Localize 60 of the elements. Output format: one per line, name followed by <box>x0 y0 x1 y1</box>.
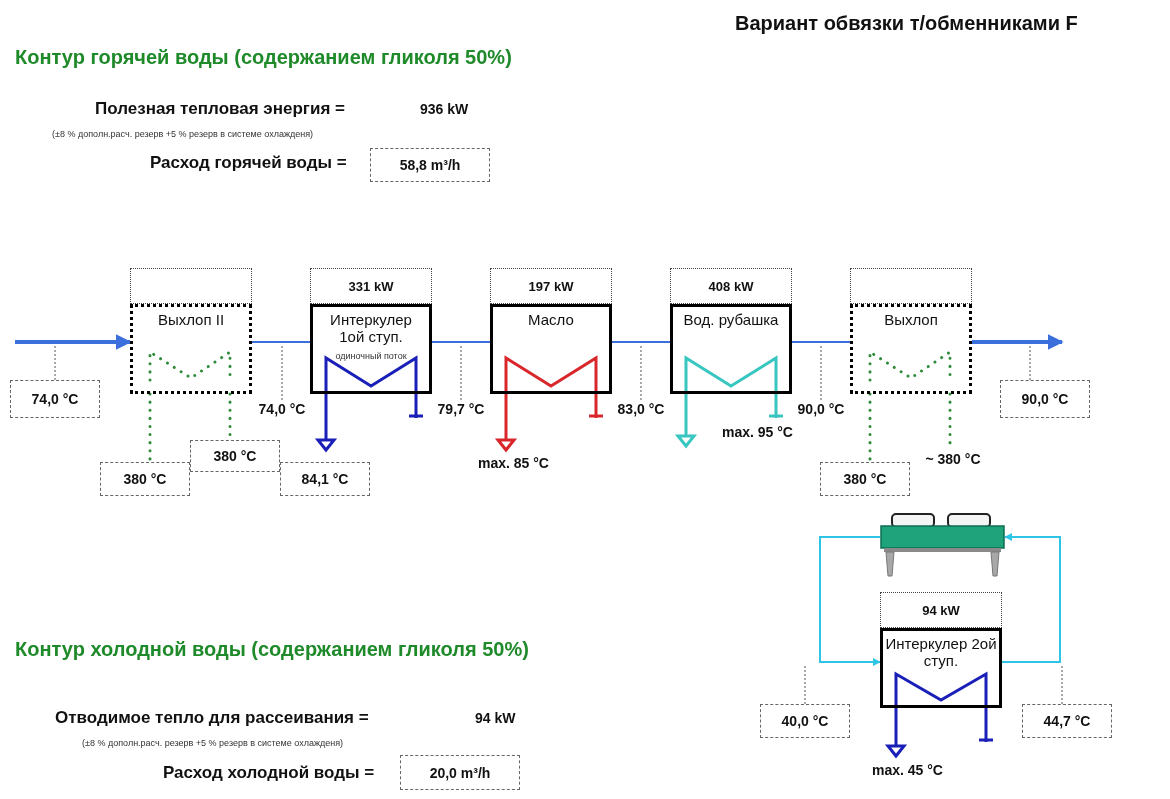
leader-line <box>1061 663 1063 705</box>
pipe <box>611 341 671 343</box>
temperature-box: 90,0 °C <box>1000 380 1090 418</box>
temperature-box: 74,0 °C <box>10 380 100 418</box>
power-label-box: 94 kW <box>880 592 1002 628</box>
temperature-label: ~ 380 °C <box>918 450 988 468</box>
power-label-box: 408 kW <box>670 268 792 304</box>
flow-note: одиночный поток <box>335 351 407 362</box>
temperature-label: 79,7 °C <box>431 400 491 418</box>
heat-exchanger-box <box>310 304 432 394</box>
flow-arrow <box>819 536 881 666</box>
temperature-box: 380 °C <box>190 440 280 472</box>
power-label-box: 331 kW <box>310 268 432 304</box>
parameter-label: Отводимое тепло для рассеивания = <box>55 708 369 728</box>
empty-label-box <box>130 268 252 304</box>
leader-line <box>54 343 56 381</box>
leader-line <box>460 343 462 401</box>
title: Вариант обвязки т/обменниками F <box>735 12 1078 35</box>
heat-exchanger-box: Масло <box>490 304 612 394</box>
value-box: 58,8 m³/h <box>370 148 490 182</box>
temperature-box: 84,1 °C <box>280 462 370 496</box>
exchanger-name: Интеркулер 1ой ступ. <box>329 311 413 345</box>
leader-line <box>820 343 822 401</box>
parameter-value: 936 kW <box>420 101 469 117</box>
leader-line <box>640 343 642 401</box>
value-box: 20,0 m³/h <box>400 755 520 790</box>
note-text: (±8 % дополн.расч. резерв +5 % резерв в системе охлажденя) <box>82 738 344 748</box>
exhaust-heat-exchanger-box: Выхлоп II <box>130 304 252 394</box>
pipe <box>251 341 311 343</box>
temperature-box: 380 °C <box>100 462 190 496</box>
note-text: (±8 % дополн.расч. резерв +5 % резерв в системе охлажденя) <box>52 129 314 139</box>
temperature-label: max. 45 °C <box>872 762 943 778</box>
parameter-value: 94 kW <box>475 710 516 726</box>
temperature-box: 44,7 °C <box>1022 704 1112 738</box>
temperature-label: 83,0 °C <box>611 400 671 418</box>
flow-arrow <box>972 334 1064 350</box>
flow-arrow <box>15 334 132 350</box>
heat-exchanger-box: Интеркулер 2ой ступ. <box>880 628 1002 708</box>
empty-label-box <box>850 268 972 304</box>
leader-line <box>1029 343 1031 381</box>
temperature-label: 74,0 °C <box>252 400 312 418</box>
dry-cooler-drawing <box>880 512 1005 578</box>
leader-line <box>281 343 283 401</box>
temperature-box: 380 °C <box>820 462 910 496</box>
section-heading: Контур холодной воды (содержанием гликоля 50%) <box>15 638 529 661</box>
flow-arrow <box>1001 533 1061 663</box>
temperature-label: max. 85 °C <box>478 455 549 471</box>
parameter-label: Расход холодной воды = <box>163 763 375 783</box>
leader-line <box>804 663 806 705</box>
pipe <box>791 341 851 343</box>
parameter-label: Полезная тепловая энергия = <box>95 99 345 119</box>
exhaust-heat-exchanger-box: Выхлоп <box>850 304 972 394</box>
parameter-label: Расход горячей воды = <box>150 153 347 173</box>
temperature-box: 40,0 °C <box>760 704 850 738</box>
section-heading: Контур горячей воды (содержанием гликоля 50%) <box>15 46 512 69</box>
pipe <box>431 341 491 343</box>
temperature-label: 90,0 °C <box>791 400 851 418</box>
heat-exchanger-box: Вод. рубашка <box>670 304 792 394</box>
power-label-box: 197 kW <box>490 268 612 304</box>
temperature-label: max. 95 °C <box>722 424 793 440</box>
